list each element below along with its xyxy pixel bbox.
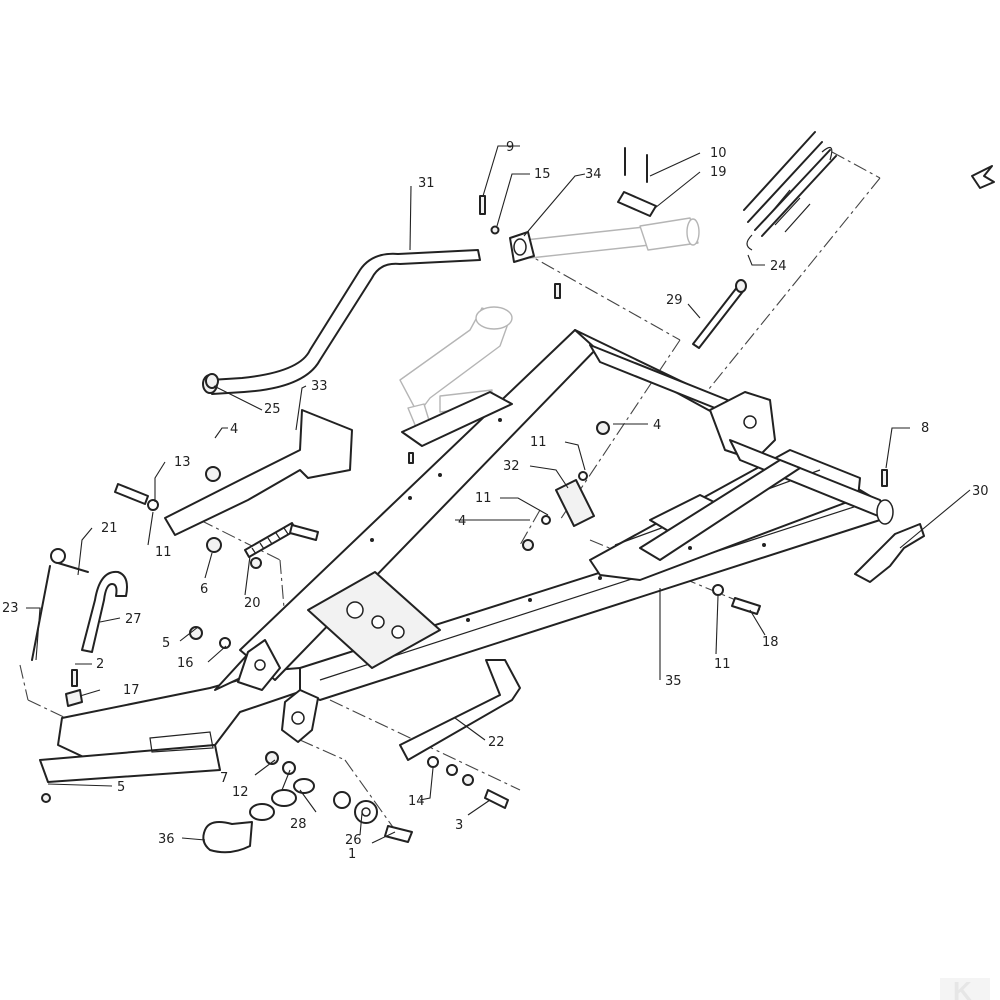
callout-5-b: 5 [117,780,125,795]
callout-16: 16 [177,656,194,671]
bolt-1 [384,825,413,843]
spacer-tube [555,479,595,527]
callout-14: 14 [408,794,425,809]
callout-9: 9 [506,140,514,155]
safety-chain [249,778,315,821]
callout-29: 29 [666,293,683,308]
nut-6 [206,537,222,553]
callout-36: 36 [158,832,175,847]
washer-12 [282,761,296,775]
frame-pin [554,283,561,299]
pin-9 [479,195,486,215]
bushing-16 [219,637,231,649]
leader-lines [26,145,971,844]
callout-3: 3 [455,818,463,833]
long-bolt [692,285,745,349]
nut-14 [462,774,474,786]
bracket-pin [408,452,414,464]
washer-11-d [712,584,724,596]
roll-pin-8 [881,469,888,487]
plug [205,373,219,389]
nut-20 [250,557,262,569]
direction-arrow-icon [971,165,995,189]
washer-11-b [578,471,588,481]
pin-17 [65,689,83,707]
callout-15: 15 [534,167,551,182]
callout-11-c: 11 [155,545,172,560]
callout-26: 26 [345,833,362,848]
brand-logo-icon: K [940,976,990,1000]
callout-33: 33 [311,379,328,394]
callout-32: 32 [503,459,520,474]
latch [854,523,925,583]
small-spring [244,522,297,558]
bolt-2 [71,669,78,687]
callout-31: 31 [418,176,435,191]
callout-20: 20 [244,596,261,611]
callout-21: 21 [101,521,118,536]
bolt-20 [289,524,319,541]
callout-4-a: 4 [230,422,238,437]
hook-rod [81,570,128,653]
lower-bracket [399,659,521,761]
ghost-hydraulic-cylinder [524,217,700,259]
callout-11-d: 11 [714,657,731,672]
callout-4-c: 4 [458,514,466,529]
lynch-pin [50,548,89,573]
callout-27: 27 [125,612,142,627]
bolt-3 [484,789,509,809]
callout-28: 28 [290,817,307,832]
nut-5-b [41,793,51,803]
callout-17: 17 [123,683,140,698]
callout-22: 22 [488,735,505,750]
callouts: 1 2 3 4 4 4 5 5 6 7 8 9 10 11 11 11 11 1… [2,140,989,862]
mounting-bracket [164,409,353,536]
callout-5-a: 5 [162,636,170,651]
main-frame [39,329,894,783]
callout-1: 1 [348,847,356,862]
callout-34: 34 [585,167,602,182]
washer-28 [333,791,351,809]
cylinder-bushing [509,231,535,263]
washer-11-c [541,515,551,525]
nut-7 [265,751,279,765]
nut-4-c [522,539,534,551]
callout-30: 30 [972,484,989,499]
bolt-13 [114,483,149,505]
callout-25: 25 [264,402,281,417]
callout-13: 13 [174,455,191,470]
callout-18: 18 [762,635,779,650]
callout-7: 7 [220,771,228,786]
safety-hook [202,821,253,854]
handle-rod [209,249,481,395]
washer-11-a [147,499,159,511]
callout-2: 2 [96,657,104,672]
clevis-pin [617,191,657,217]
callout-8: 8 [921,421,929,436]
callout-6: 6 [200,582,208,597]
bolt-18 [731,597,761,615]
callout-4-b: 4 [653,418,661,433]
callout-23: 23 [2,601,19,616]
tension-spring [743,131,837,251]
callout-10: 10 [710,146,727,161]
nut-4-b [596,421,610,435]
callout-35: 35 [665,674,682,689]
callout-11-b: 11 [475,491,492,506]
callout-24: 24 [770,259,787,274]
callout-19: 19 [710,165,727,180]
washer-14-b [446,764,458,776]
washer-14-a [427,756,439,768]
rod-23 [31,565,51,661]
callout-12: 12 [232,785,249,800]
callout-11-a: 11 [530,435,547,450]
small-screw [490,225,500,235]
nut-4-a [205,466,221,482]
brand-watermark: K [953,976,972,1000]
